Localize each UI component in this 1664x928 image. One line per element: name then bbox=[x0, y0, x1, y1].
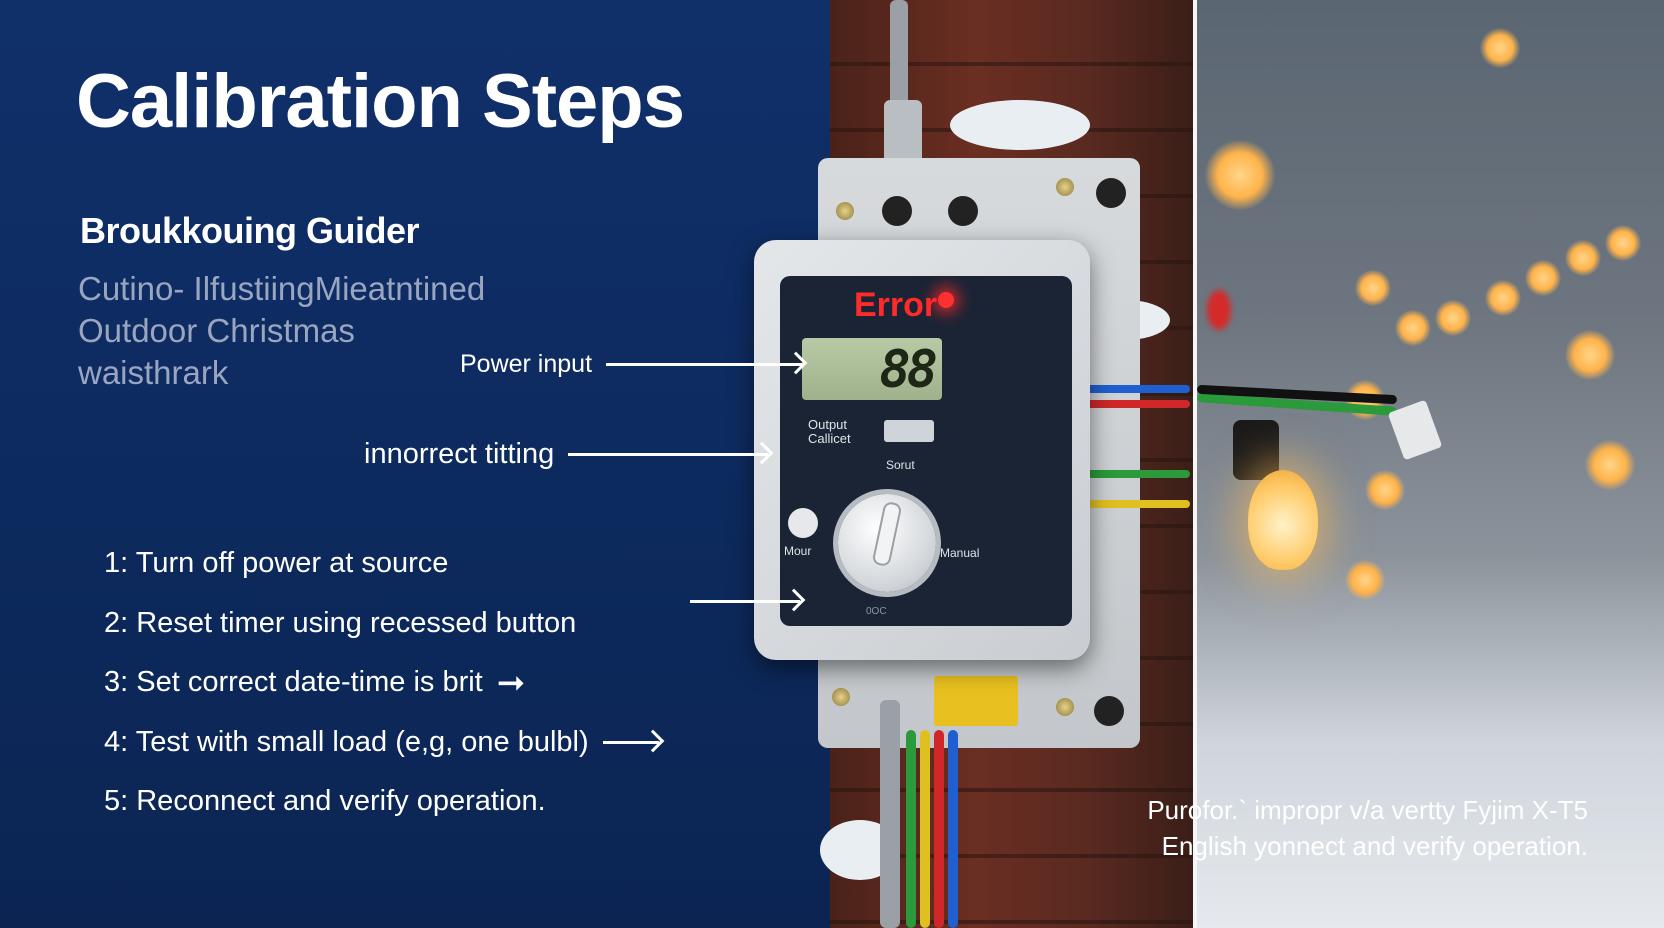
yellow-wire bbox=[920, 730, 930, 928]
blue-wire bbox=[1070, 385, 1190, 393]
knob-top-label: Sorut bbox=[886, 458, 915, 472]
callout-label: innorrect titting bbox=[364, 438, 555, 470]
page-title: Calibration Steps bbox=[76, 59, 685, 144]
step-text: 1: Turn off power at source bbox=[104, 547, 449, 580]
screw bbox=[832, 688, 850, 706]
blue-wire bbox=[948, 730, 958, 928]
screw bbox=[836, 202, 854, 220]
screw bbox=[1056, 178, 1074, 196]
green-wire bbox=[906, 730, 916, 928]
bulb-socket bbox=[1233, 420, 1279, 480]
caption-line: Purofor.` impropr v/a vertty Fyjim X-T5 bbox=[1147, 795, 1588, 825]
description-line: waisthrark bbox=[78, 354, 229, 391]
control-panel: Error 88 Output Callicet Sorut Mour Manu… bbox=[780, 276, 1072, 626]
knob-left-label: Mour bbox=[784, 544, 812, 558]
description-line: Cutino- IlfustiingMieatntined bbox=[78, 270, 486, 307]
bokeh-light bbox=[1365, 470, 1405, 510]
arrow-right-icon bbox=[690, 600, 800, 603]
bokeh-light bbox=[1585, 440, 1635, 490]
callout-incorrect-setting: innorrect titting bbox=[364, 438, 769, 471]
lcd-digits: 88 bbox=[879, 340, 938, 400]
caption-line: English yonnect and verify operation. bbox=[1161, 831, 1588, 861]
mounting-hole bbox=[882, 196, 912, 226]
arrow-right-icon bbox=[602, 740, 659, 744]
mode-knob[interactable] bbox=[838, 494, 936, 592]
snow bbox=[950, 100, 1090, 150]
traffic-light bbox=[1207, 290, 1231, 330]
step-item: 3: Set correct date-time is brit ➞ bbox=[104, 653, 659, 713]
yellow-wire bbox=[1070, 500, 1190, 508]
arrow-right-icon bbox=[568, 453, 769, 456]
step-item: 5: Reconnect and verify operation. bbox=[104, 772, 659, 832]
bokeh-light bbox=[1355, 270, 1391, 306]
step-item: 1: Turn off power at source bbox=[104, 534, 659, 594]
reset-button[interactable] bbox=[788, 508, 818, 538]
callout-reset-button bbox=[690, 600, 800, 603]
subtitle: Broukkouing Guider bbox=[80, 210, 420, 251]
street-lamp-light bbox=[1205, 140, 1275, 210]
bokeh-light bbox=[1605, 225, 1641, 261]
green-wire bbox=[1070, 470, 1190, 478]
output-label-line-2: Callicet bbox=[808, 431, 851, 446]
error-indicator: Error bbox=[854, 286, 938, 324]
callout-label: Power input bbox=[460, 350, 593, 378]
left-panel bbox=[0, 0, 850, 928]
arrow-right-icon: ➞ bbox=[496, 663, 526, 702]
photo-divider bbox=[1193, 0, 1197, 928]
step-text: 3: Set correct date-time is brit bbox=[104, 666, 483, 699]
screw bbox=[1056, 698, 1074, 716]
bokeh-light bbox=[1565, 330, 1615, 380]
step-text: 5: Reconnect and verify operation. bbox=[104, 785, 546, 818]
red-wire bbox=[1070, 400, 1190, 408]
mounting-hole bbox=[1096, 178, 1126, 208]
output-label: Output Callicet bbox=[808, 418, 851, 446]
output-switch[interactable] bbox=[884, 420, 934, 442]
step-item: 2: Reset timer using recessed button bbox=[104, 594, 659, 654]
step-text: 2: Reset timer using recessed button bbox=[104, 606, 577, 639]
step-text: 4: Test with small load (e,g, one bulbl) bbox=[104, 725, 589, 758]
knob-bottom-label: 0OC bbox=[866, 606, 887, 617]
bokeh-light bbox=[1395, 310, 1431, 346]
arrow-right-icon bbox=[606, 363, 803, 366]
description-line: Outdoor Christmas bbox=[78, 312, 355, 349]
step-item: 4: Test with small load (e,g, one bulbl) bbox=[104, 713, 659, 773]
photo-caption: Purofor.` impropr v/a vertty Fyjim X-T5 … bbox=[1000, 792, 1588, 864]
grey-cable bbox=[880, 700, 900, 928]
lcd-display: 88 bbox=[802, 338, 942, 400]
error-led bbox=[938, 292, 954, 308]
mounting-hole bbox=[948, 196, 978, 226]
knob-pointer bbox=[873, 503, 901, 565]
terminal-block bbox=[934, 676, 1018, 726]
bokeh-light bbox=[1345, 560, 1385, 600]
callout-power-input: Power input bbox=[460, 350, 803, 379]
output-label-line-1: Output bbox=[808, 417, 848, 432]
mounting-hole bbox=[1094, 696, 1124, 726]
red-wire bbox=[934, 730, 944, 928]
steps-list: 1: Turn off power at source 2: Reset tim… bbox=[104, 534, 659, 832]
description: Cutino- IlfustiingMieatntined Outdoor Ch… bbox=[78, 268, 485, 394]
bokeh-light bbox=[1480, 28, 1520, 68]
bokeh-light bbox=[1565, 240, 1601, 276]
bokeh-light bbox=[1485, 280, 1521, 316]
knob-right-label: Manual bbox=[940, 546, 980, 560]
bokeh-light bbox=[1525, 260, 1561, 296]
bokeh-light bbox=[1435, 300, 1471, 336]
timer-device: Error 88 Output Callicet Sorut Mour Manu… bbox=[754, 240, 1090, 660]
light-bulb bbox=[1248, 470, 1318, 570]
